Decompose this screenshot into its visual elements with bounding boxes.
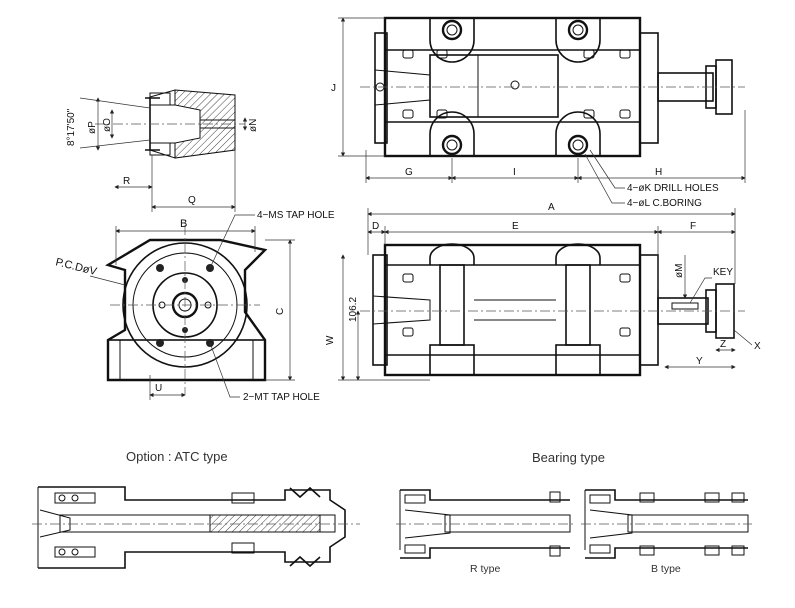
- bearing-caption: Bearing type: [532, 450, 605, 465]
- dim-f: F: [690, 221, 696, 232]
- dim-x: X: [754, 341, 761, 352]
- r-type-drawing: [396, 489, 575, 559]
- dim-m: øM: [674, 264, 685, 278]
- dim-u: U: [155, 383, 162, 394]
- dim-g: G: [405, 167, 413, 178]
- side-view: A D E F W 106.2 øM KEY Z Y X: [325, 202, 761, 381]
- front-view: B C U P.C.DøV 4−MS TAP HOLE 2−MT TAP HOL…: [54, 210, 335, 403]
- dim-106: 106.2: [348, 297, 359, 322]
- dim-z: Z: [720, 339, 726, 350]
- callout-mt-tap: 2−MT TAP HOLE: [243, 392, 320, 403]
- dim-n: øN: [248, 119, 259, 132]
- dim-h: H: [655, 167, 662, 178]
- pcd-label: P.C.DøV: [54, 256, 98, 278]
- dim-d: D: [372, 221, 379, 232]
- dim-y: Y: [696, 356, 703, 367]
- atc-type-section: Option : ATC type: [32, 449, 360, 569]
- bearing-type-section: Bearing type R type: [396, 450, 752, 575]
- top-view: J G I H 4−øK DRILL HOLES 4−øL C.BORING: [331, 16, 746, 209]
- dim-a: A: [548, 202, 555, 213]
- atc-caption: Option : ATC type: [126, 449, 228, 464]
- dim-r: R: [123, 176, 130, 187]
- dim-w: W: [325, 335, 336, 345]
- b-type-label: B type: [651, 563, 681, 575]
- callout-c-boring: 4−øL C.BORING: [627, 198, 702, 209]
- callout-drill-holes: 4−øK DRILL HOLES: [627, 183, 719, 194]
- r-type-label: R type: [470, 563, 501, 575]
- dim-c: C: [275, 308, 286, 315]
- dim-j: J: [331, 83, 336, 94]
- dim-o: øO: [102, 118, 113, 132]
- b-type-drawing: [581, 489, 752, 559]
- taper-angle: 8°17'50": [66, 108, 77, 146]
- dim-i: I: [513, 167, 516, 178]
- key-label: KEY: [713, 267, 733, 278]
- taper-detail: 8°17'50" øP øO øN R Q: [66, 89, 259, 212]
- dim-b: B: [180, 218, 187, 230]
- dim-p: øP: [87, 121, 98, 134]
- dim-q: Q: [188, 195, 196, 206]
- dim-e: E: [512, 221, 519, 232]
- callout-ms-tap: 4−MS TAP HOLE: [257, 210, 335, 221]
